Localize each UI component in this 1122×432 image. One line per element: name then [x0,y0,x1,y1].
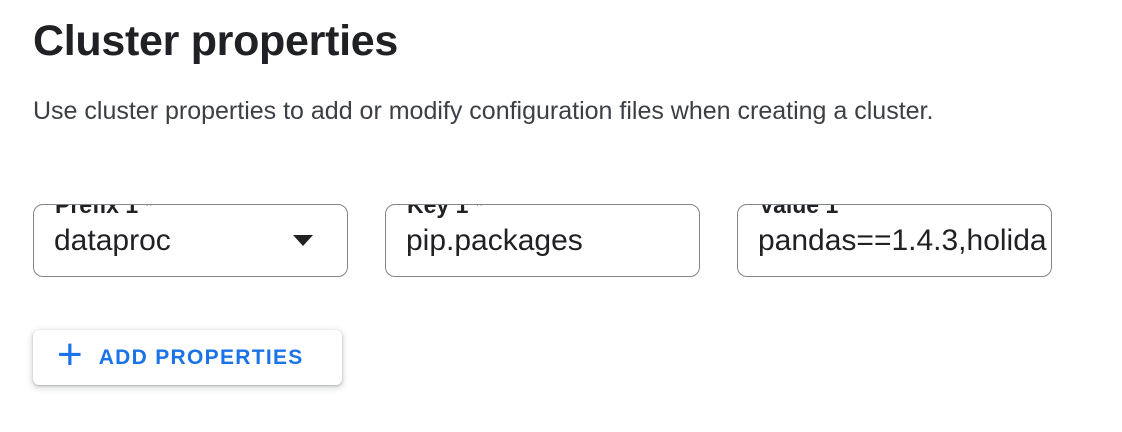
key-field-label: Key 1 * [399,205,492,219]
section-description: Use cluster properties to add or modify … [33,97,934,125]
value-field[interactable]: Value 1 [737,204,1052,277]
key-field[interactable]: Key 1 * [385,204,700,277]
value-field-label: Value 1 [751,205,847,219]
plus-icon: + [57,329,83,379]
page-title: Cluster properties [33,17,398,65]
prefix-field[interactable]: Prefix 1 * [33,204,348,277]
add-properties-label: ADD PROPERTIES [98,345,304,369]
dropdown-arrow-icon[interactable] [293,235,313,246]
property-row-1: Prefix 1 * Key 1 * Value 1 [33,204,1052,277]
add-properties-button[interactable]: + ADD PROPERTIES [33,330,342,385]
prefix-field-label: Prefix 1 * [47,205,162,219]
